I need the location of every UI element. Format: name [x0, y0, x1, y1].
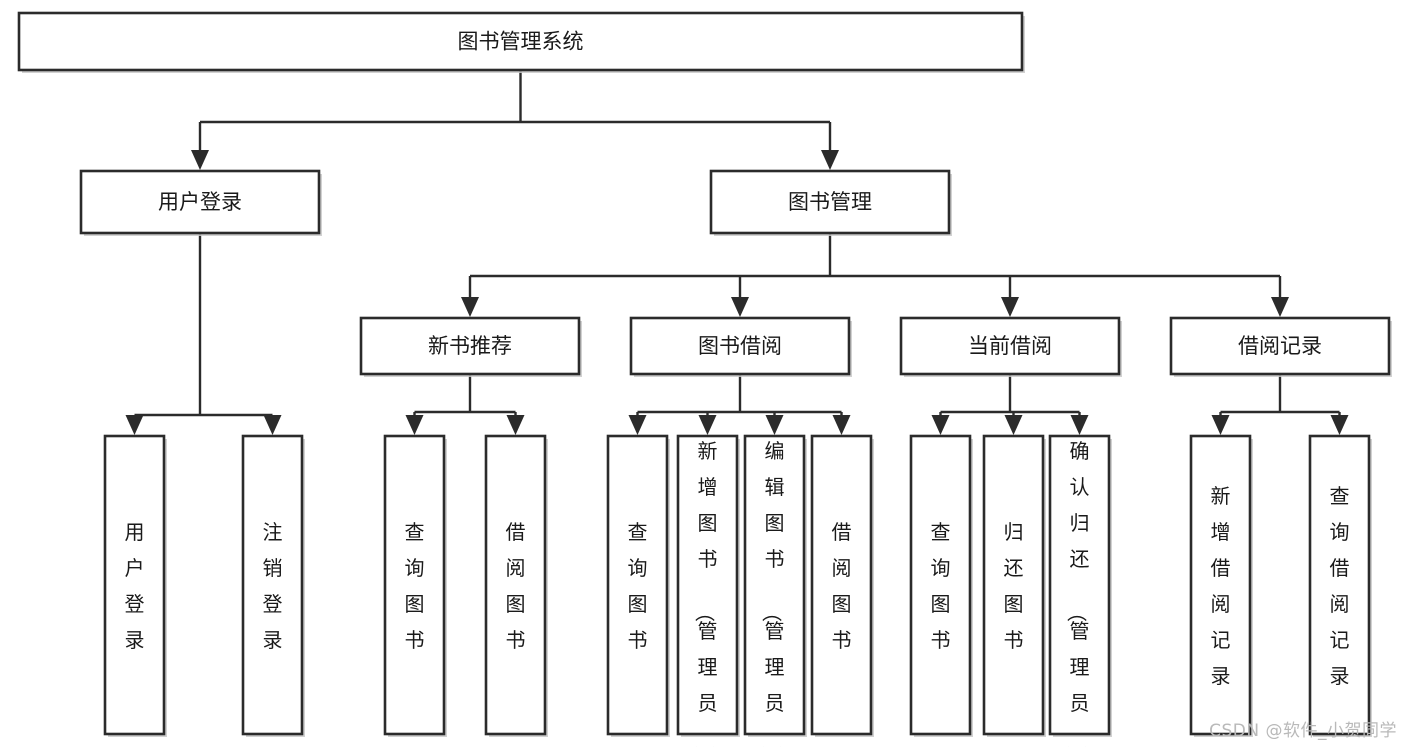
- box-outline: [359, 316, 581, 376]
- arrow-head-icon: [931, 415, 950, 435]
- arrow-head-icon: [821, 150, 839, 170]
- node-label: 用户登录: [158, 190, 242, 214]
- node-label: 用户登录: [125, 520, 145, 652]
- node-label: 图书管理系统: [458, 30, 584, 54]
- arrow-head-icon: [1070, 415, 1089, 435]
- node-label: 注销登录: [263, 520, 283, 652]
- node-label: 借阅图书: [506, 520, 526, 652]
- box-outline: [629, 316, 851, 376]
- arrow-head-icon: [506, 415, 525, 435]
- arrow-head-icon: [628, 415, 647, 435]
- box-outline: [241, 434, 304, 736]
- node-leaf-5[interactable]: 新增图书（管理员）: [676, 434, 740, 747]
- arrow-head-icon: [1004, 415, 1023, 435]
- node-leaf-4[interactable]: 查询图书: [606, 434, 670, 737]
- node-leaf-0[interactable]: 用户登录: [103, 434, 167, 737]
- node-level1-0[interactable]: 用户登录: [79, 169, 322, 236]
- node-leaf-12[interactable]: 查询借阅记录: [1308, 434, 1372, 737]
- node-label: 新书推荐: [428, 334, 512, 358]
- node-level2-2[interactable]: 当前借阅: [899, 316, 1122, 377]
- arrow-head-icon: [263, 415, 282, 435]
- box-outline: [743, 434, 806, 736]
- box-outline: [383, 434, 446, 736]
- node-leaf-10[interactable]: 确认归还（管理员）: [1048, 434, 1112, 747]
- node-label: 查询借阅记录: [1330, 484, 1350, 688]
- box-outline: [606, 434, 669, 736]
- node-leaf-8[interactable]: 查询图书: [909, 434, 973, 737]
- arrow-head-icon: [698, 415, 717, 435]
- node-label: 新增图书（管理员）: [693, 439, 718, 747]
- node-label: 借阅记录: [1238, 334, 1322, 358]
- node-label: 归还图书: [1004, 520, 1024, 652]
- node-label: 图书管理: [788, 190, 872, 214]
- node-level1-1[interactable]: 图书管理: [709, 169, 952, 236]
- node-label: 图书借阅: [698, 334, 782, 358]
- node-leaf-9[interactable]: 归还图书: [982, 434, 1046, 737]
- box-outline: [810, 434, 873, 736]
- arrow-head-icon: [832, 415, 851, 435]
- node-leaf-6[interactable]: 编辑图书（管理员）: [743, 434, 807, 747]
- box-outline: [1048, 434, 1111, 736]
- arrow-head-icon: [765, 415, 784, 435]
- node-leaf-1[interactable]: 注销登录: [241, 434, 305, 737]
- node-level2-3[interactable]: 借阅记录: [1169, 316, 1392, 377]
- arrow-head-icon: [191, 150, 209, 170]
- arrow-head-icon: [125, 415, 144, 435]
- box-outline: [484, 434, 547, 736]
- node-layer: 图书管理系统用户登录图书管理新书推荐图书借阅当前借阅借阅记录用户登录注销登录查询…: [17, 11, 1392, 747]
- box-outline: [709, 169, 951, 235]
- node-label: 查询图书: [628, 520, 648, 652]
- arrow-head-icon: [405, 415, 424, 435]
- arrow-head-icon: [1001, 297, 1019, 317]
- node-label: 当前借阅: [968, 334, 1052, 358]
- node-label: 编辑图书（管理员）: [760, 439, 785, 747]
- connector-layer: [125, 70, 1349, 435]
- node-leaf-2[interactable]: 查询图书: [383, 434, 447, 737]
- arrow-head-icon: [1211, 415, 1230, 435]
- node-label: 新增借阅记录: [1211, 484, 1231, 688]
- node-root[interactable]: 图书管理系统: [17, 11, 1025, 73]
- arrow-head-icon: [1330, 415, 1349, 435]
- box-outline: [909, 434, 972, 736]
- node-label: 借阅图书: [832, 520, 852, 652]
- box-outline: [1169, 316, 1391, 376]
- box-outline: [17, 11, 1024, 72]
- node-level2-1[interactable]: 图书借阅: [629, 316, 852, 377]
- box-outline: [899, 316, 1121, 376]
- box-outline: [982, 434, 1045, 736]
- box-outline: [103, 434, 166, 736]
- node-leaf-7[interactable]: 借阅图书: [810, 434, 874, 737]
- node-leaf-11[interactable]: 新增借阅记录: [1189, 434, 1253, 737]
- box-outline: [1189, 434, 1252, 736]
- node-label: 确认归还（管理员）: [1065, 439, 1090, 747]
- arrow-head-icon: [731, 297, 749, 317]
- box-outline: [1308, 434, 1371, 736]
- node-label: 查询图书: [405, 520, 425, 652]
- node-leaf-3[interactable]: 借阅图书: [484, 434, 548, 737]
- node-level2-0[interactable]: 新书推荐: [359, 316, 582, 377]
- arrow-head-icon: [1271, 297, 1289, 317]
- box-outline: [676, 434, 739, 736]
- arrow-head-icon: [461, 297, 479, 317]
- node-label: 查询图书: [931, 520, 951, 652]
- box-outline: [79, 169, 321, 235]
